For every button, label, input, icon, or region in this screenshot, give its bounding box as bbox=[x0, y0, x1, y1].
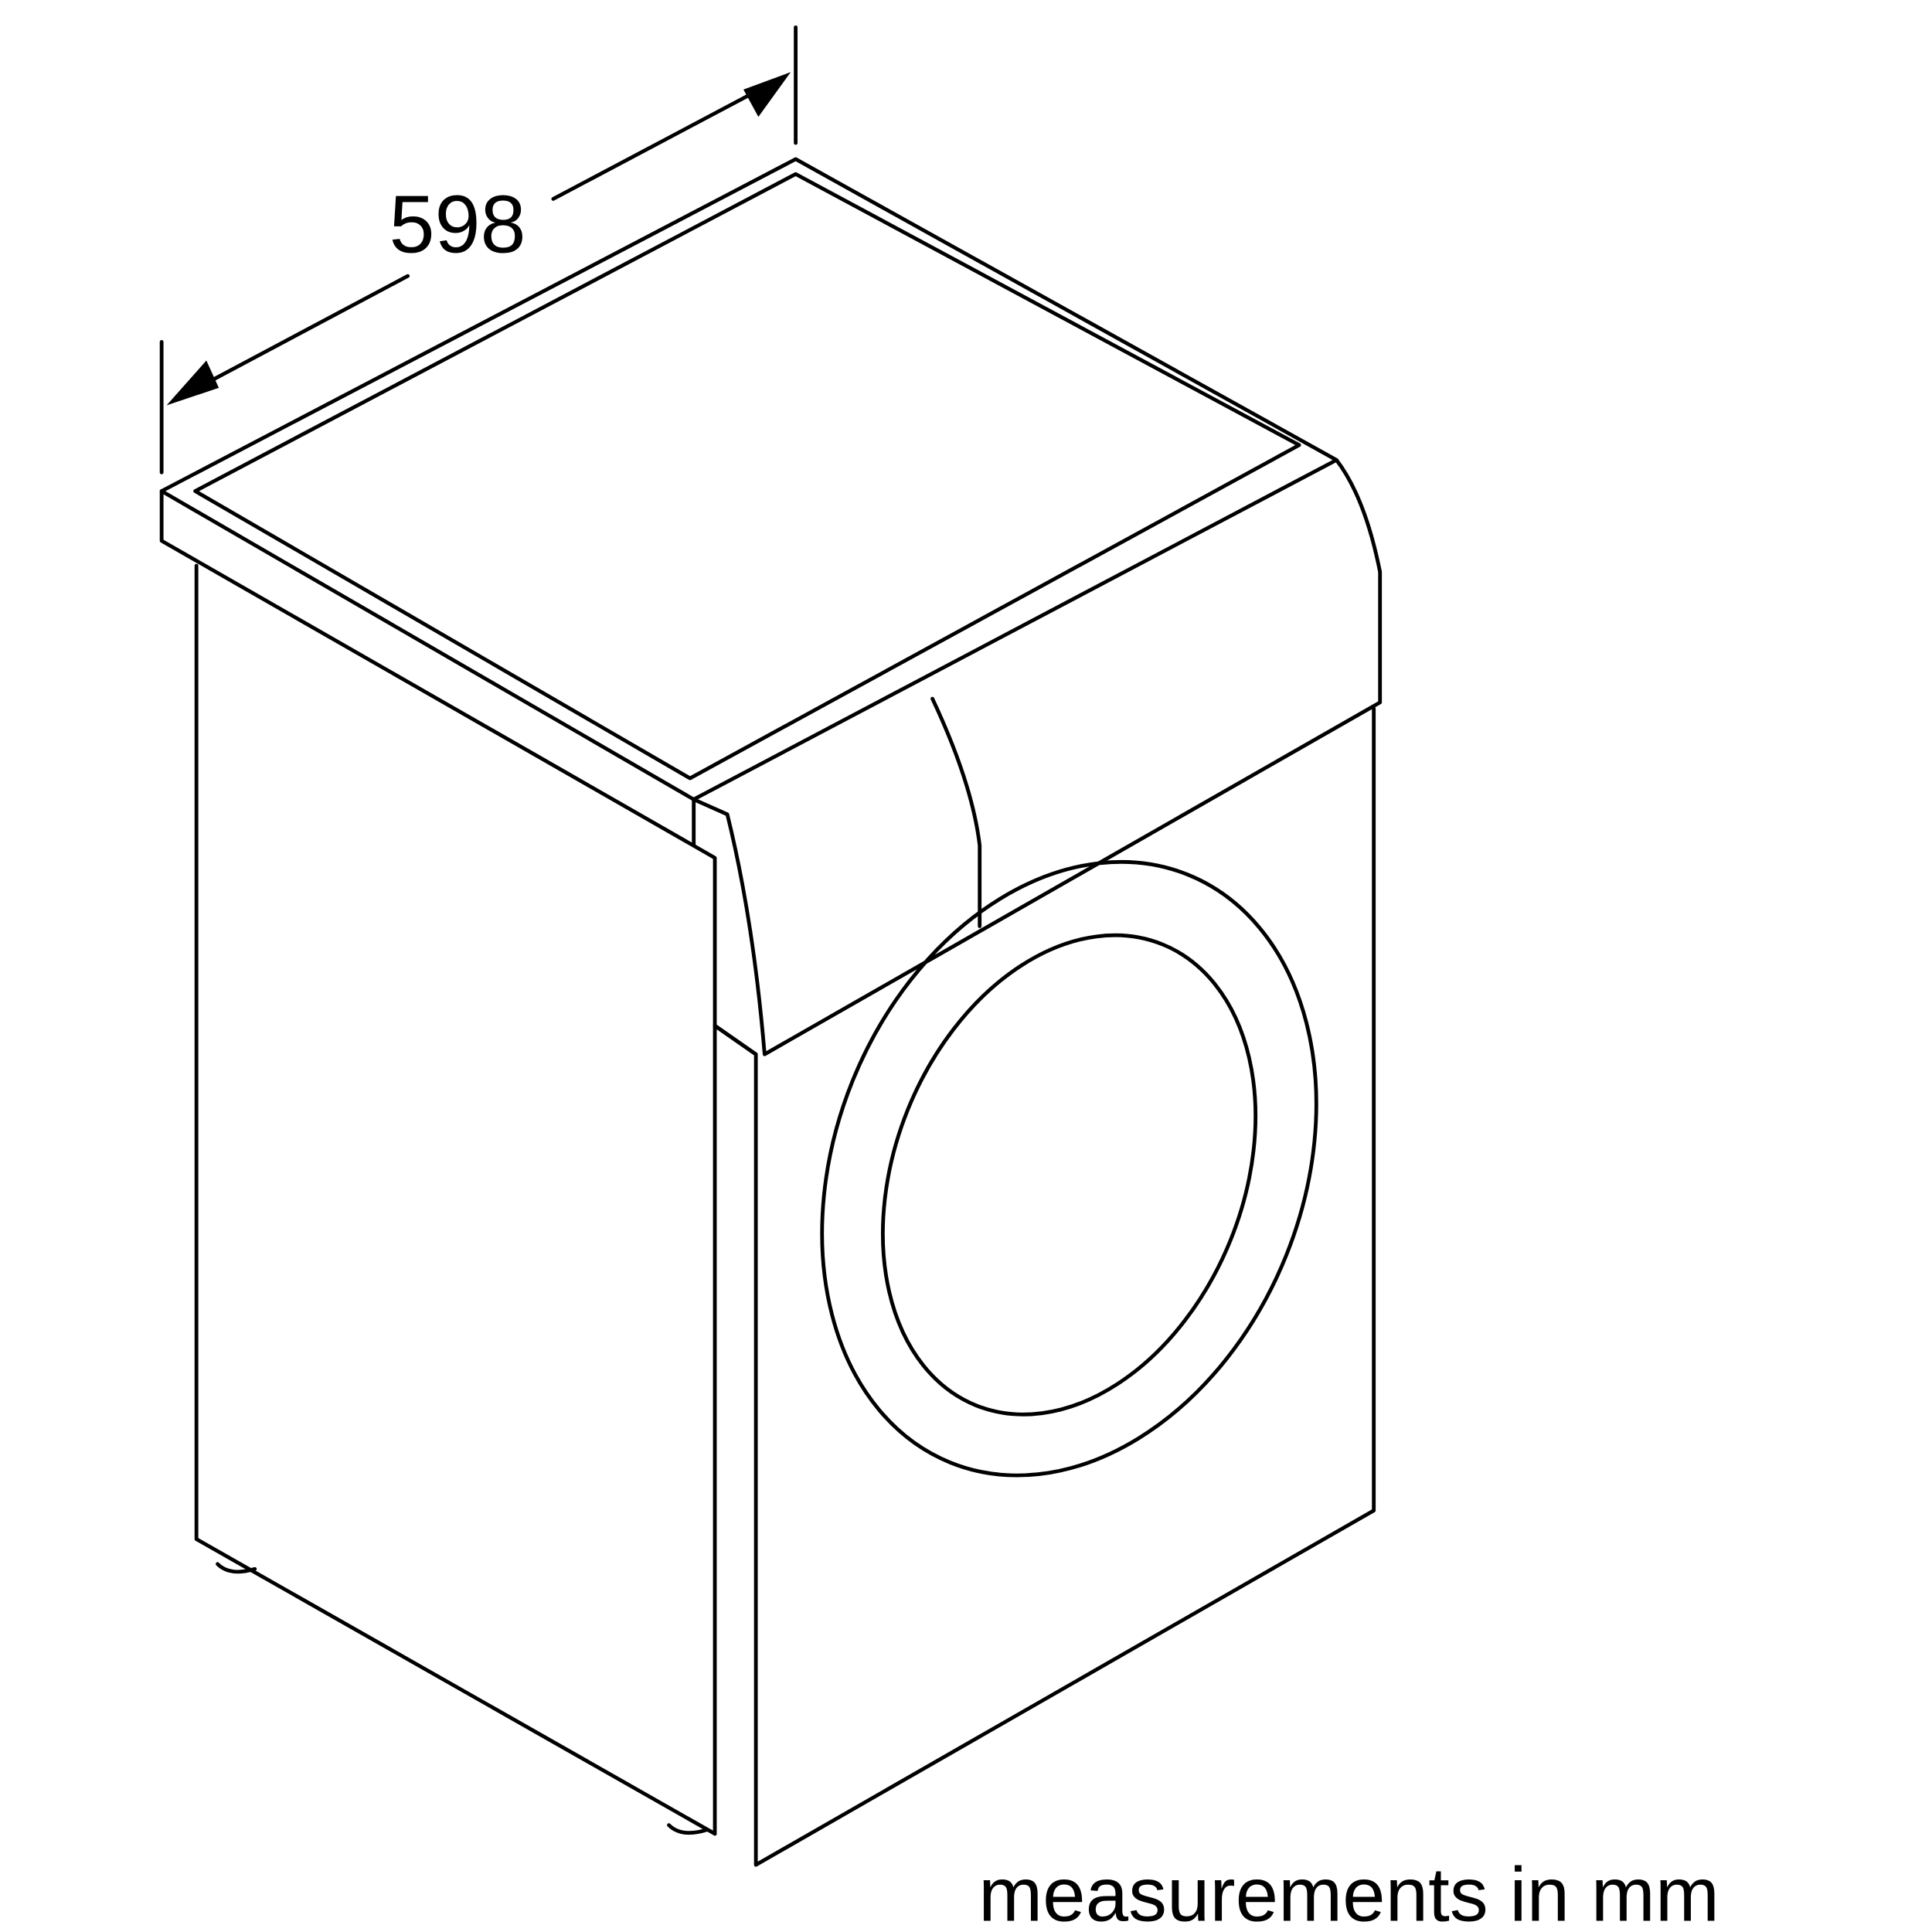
width-label: 598 bbox=[389, 179, 526, 270]
side-panel bbox=[194, 563, 717, 1836]
arrowhead-right-icon bbox=[743, 72, 791, 117]
dimension-line-right bbox=[551, 75, 785, 201]
width-dimension: 598 bbox=[159, 25, 798, 474]
detergent-drawer-divider bbox=[930, 696, 982, 928]
door-glass bbox=[881, 933, 1258, 1417]
front-edge bbox=[713, 1023, 758, 1056]
front-panel bbox=[713, 706, 1376, 1867]
foot-left bbox=[216, 1562, 257, 1574]
caption: measurements in mm bbox=[978, 1852, 1719, 1932]
top-cover bbox=[159, 157, 1338, 801]
door-outer bbox=[820, 859, 1318, 1478]
top-edge-left bbox=[159, 489, 717, 1836]
arrowhead-left-icon bbox=[166, 360, 219, 406]
control-panel bbox=[692, 457, 1383, 1056]
foot-front bbox=[667, 1823, 709, 1835]
washing-machine bbox=[159, 157, 1383, 1867]
top-inner-panel bbox=[193, 172, 1301, 781]
